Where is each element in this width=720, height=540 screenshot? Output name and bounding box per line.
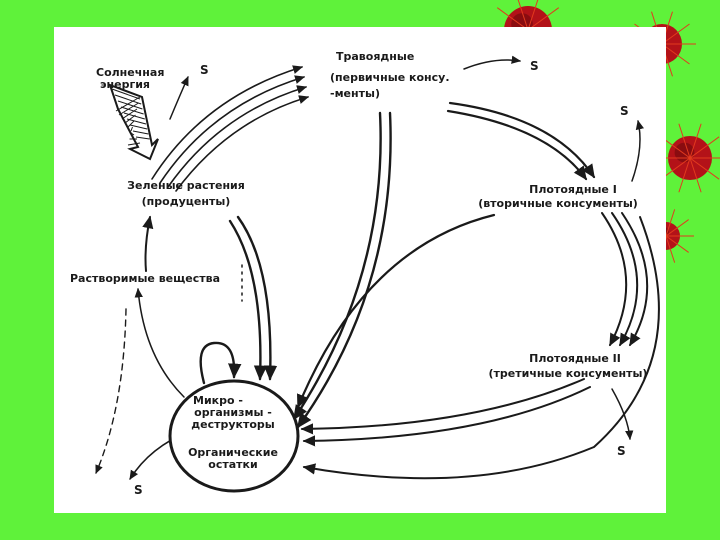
decomposers-line-1: Микро - [193,394,243,407]
plants-to-decomposers-2 [228,219,268,381]
flower-stamen [665,235,689,253]
flower-mid [654,123,720,193]
carnivores-ii-line-2: (третичные консументы) [488,367,648,380]
s-label-solar: S [200,63,209,77]
solar-energy-line-2: энергия [100,78,150,91]
carnivores-ii-label: Плотоядные II (третичные консументы) [478,353,658,380]
decomposers-label: Микро - организмы - деструкторы [178,395,288,431]
herbivores-label: Травоядные (первичные консу. -менты) [330,51,450,100]
s-arrow-solar [169,76,189,120]
green-plants-line-1: Зеленые растения [127,179,245,192]
herbivores-to-decomposers-2 [296,111,392,429]
flower-stamen [689,157,702,193]
flower-stamen [665,219,689,237]
s-label-herbivores: S [530,59,539,73]
plants-to-herbivores-3 [167,85,308,188]
solar-arrow-hatch [135,136,150,140]
solar-arrow-hatch [123,112,145,120]
solar-arrow-hatch [120,106,144,115]
decomposers-node [168,379,300,493]
flower-stamen [517,0,529,31]
solar-arrow-hatch [124,114,136,124]
green-plants-label: Зеленые растения (продуценты) [116,180,256,208]
carnivores-ii-line-1: Плотоядные II [529,352,621,365]
soluble-to-plants [142,215,154,272]
s-label-carnivores-ii: S [617,444,626,458]
flower-stamen [689,157,720,180]
herbivores-line-1: Травоядные [336,50,415,63]
s-arrow-carnivores-i [631,119,644,182]
solar-arrow-hatch [127,120,135,128]
carnivores-i-to-ii-1 [601,212,628,347]
solar-arrow-hatch [111,88,141,100]
plants-to-herbivores-1 [151,65,304,180]
organic-remains-line-2: остатки [208,458,258,471]
flower-stamen [689,136,720,159]
flower-stamen [527,0,539,31]
carnivores-i-line-1: Плотоядные I [529,183,617,196]
solar-arrow-hatch [114,94,142,105]
solar-arrow-outline [108,83,159,161]
solar-arrow-hatch [130,126,133,132]
solar-energy-label: Солнечная энергия [96,67,164,91]
decomposers-line-2: организмы - [194,406,272,419]
plants-to-decomposers-1 [236,215,278,381]
flower-stamen [661,23,690,45]
flower-stamen [678,123,691,159]
carnivores-ii-to-decomposers-2 [302,386,591,447]
solar-arrow-hatch [117,100,143,110]
solar-arrow-hatch [130,132,135,136]
flower-stamen [665,209,676,237]
organic-remains-label: Органические остатки [178,447,288,471]
solar-arrow-hatch [127,142,141,146]
carnivores-outer-to-decomposers [302,216,660,480]
carnivores-i-to-ii-2 [611,212,639,347]
plants-to-herbivores-4 [175,95,310,192]
carnivores-i-to-ii-3 [621,212,649,347]
s-label-decomposers: S [134,483,143,497]
herbivores-line-3: -менты) [330,87,380,100]
flower-stamen [496,7,529,31]
carnivores-i-line-2: (вторичные консументы) [478,197,638,210]
soluble-leak-dashed [95,308,127,474]
organic-remains-line-1: Органические [188,446,278,459]
s-label-carnivores-i: S [620,104,629,118]
flower-stamen [527,7,560,31]
solar-arrow-hatch [132,130,149,135]
flower-stamen [678,157,691,193]
solar-energy-line-1: Солнечная [96,66,165,79]
green-plants-line-2: (продуценты) [141,195,231,208]
decomposers-to-soluble [134,287,185,398]
decomposers-line-3: деструкторы [191,418,275,431]
ecosystem-diagram [95,55,660,493]
s-arrow-carnivores-ii [611,388,634,441]
carnivores-i-label: Плотоядные I (вторичные консументы) [468,184,648,210]
herbivores-to-carnivores-i-1 [448,101,596,179]
decomposers-self-loop [199,341,242,385]
solar-arrow-hatch [129,124,148,130]
solar-input-arrow [108,83,159,161]
soluble-substances-label: Растворимые вещества [70,272,221,285]
herbivores-line-2: (первичные консу. [330,71,450,84]
herbivores-to-decomposers-1 [292,111,382,421]
s-arrow-herbivores [463,55,522,70]
carnivores-ii-to-decomposers-1 [300,378,585,435]
plants-to-herbivores-2 [159,75,306,184]
diagram-panel: Солнечная энергия Травоядные (первичные … [54,27,666,513]
solar-arrow-hatch [126,118,147,125]
flower-stamen [689,123,702,159]
herbivores-to-carnivores-i-2 [446,109,588,181]
carnivores-i-to-decomposers [296,213,496,409]
flower-stamen [665,235,676,263]
flower-stamen [661,43,690,65]
